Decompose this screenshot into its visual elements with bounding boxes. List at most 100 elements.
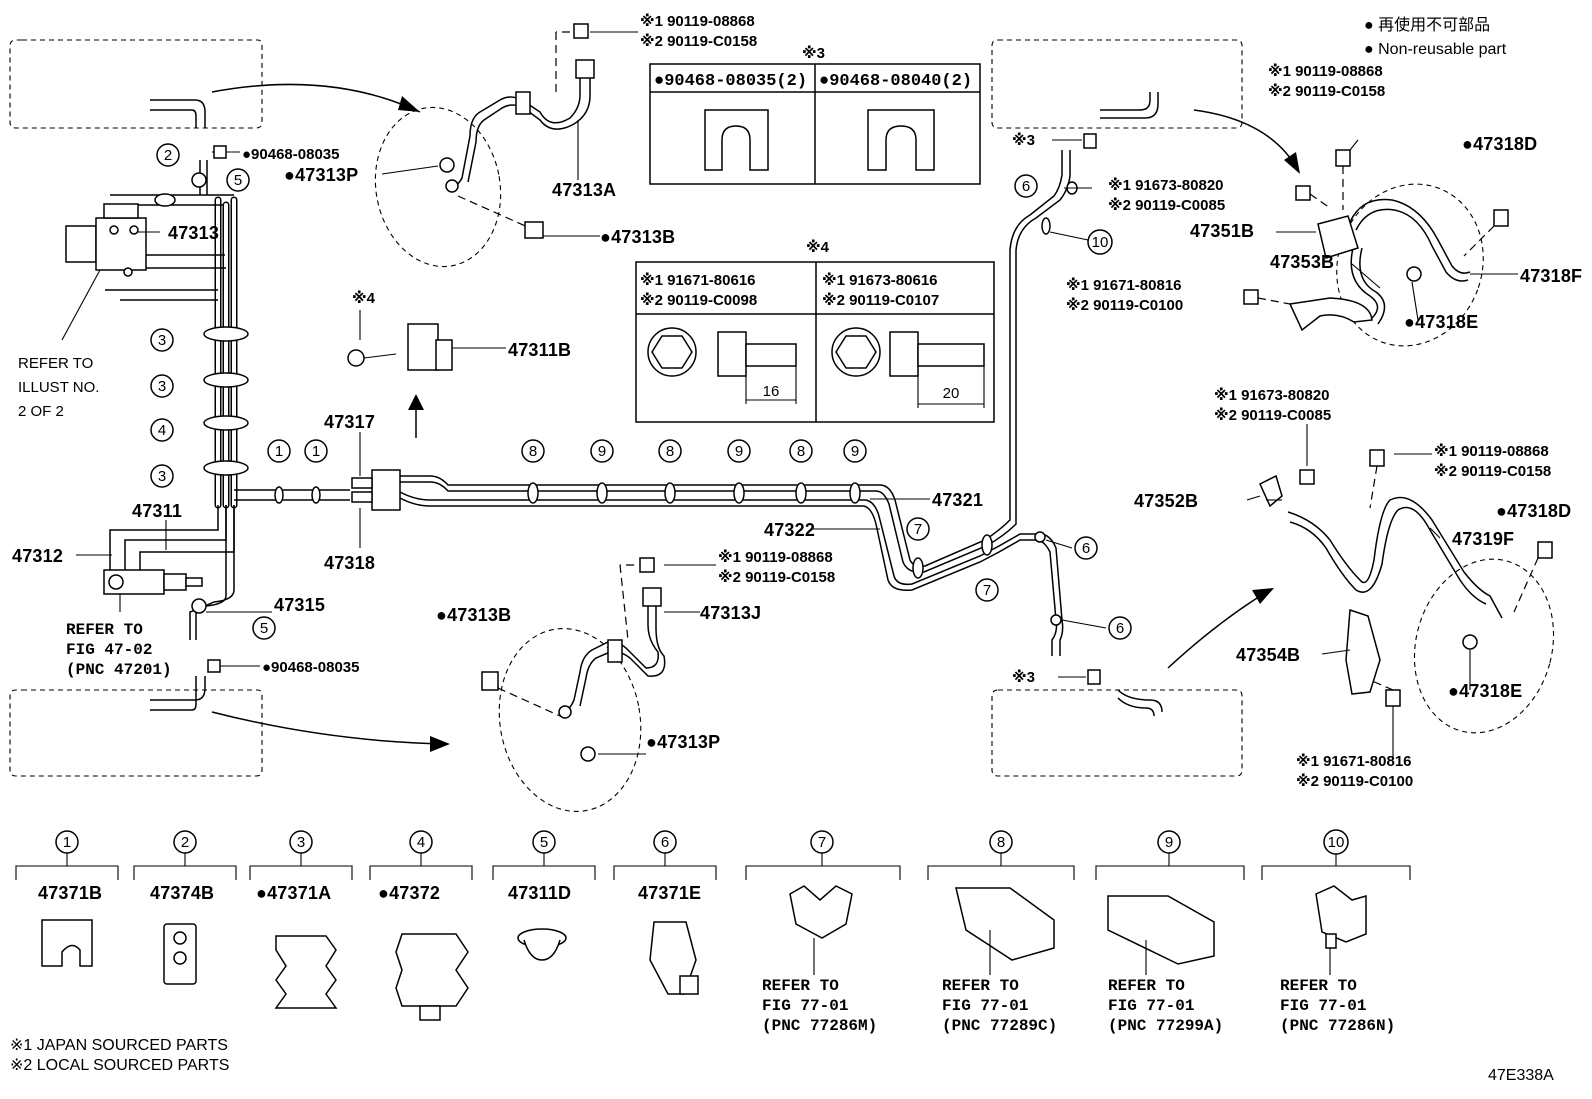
index-marker-3b: 3 xyxy=(150,374,174,398)
callout-r-bolt2-1: ※1 91673-80820 xyxy=(1108,176,1224,194)
clip-u-shape-icon-1 xyxy=(704,109,769,171)
svg-text:9: 9 xyxy=(598,443,606,460)
svg-text:6: 6 xyxy=(661,834,669,851)
callout-47318: 47318 xyxy=(324,553,375,573)
catalog-item-2: 2 47374B xyxy=(133,830,237,985)
svg-text:10: 10 xyxy=(1092,234,1109,251)
svg-text:7: 7 xyxy=(983,582,991,599)
callout-47317: 47317 xyxy=(324,412,375,432)
callout-47321: 47321 xyxy=(932,490,983,510)
clamp-rings xyxy=(154,172,321,614)
callout-47351B: 47351B xyxy=(1190,221,1254,241)
callout-47313B-top: ●47313B xyxy=(600,227,675,247)
svg-text:●47372: ●47372 xyxy=(378,883,440,903)
callout-r-bolt2-2: ※2 90119-C0085 xyxy=(1108,196,1225,214)
catalog-item-10: 10 REFER TO FIG 77-01 (PNC 77286N) xyxy=(1261,829,1411,1035)
callout-r2-bolt2-2: ※2 90119-C0158 xyxy=(1434,462,1551,480)
front-left-area-box xyxy=(9,39,263,129)
callout-47313: 47313 xyxy=(168,223,219,243)
proportioning-valve xyxy=(103,569,203,612)
junction-block xyxy=(61,203,147,341)
right-pipe-clips xyxy=(1083,133,1101,685)
svg-text:10: 10 xyxy=(1328,834,1345,851)
refer-illust-line1: REFER TO xyxy=(18,355,93,372)
catalog-item-5: 5 47311D xyxy=(492,830,596,961)
svg-text:FIG 77-01: FIG 77-01 xyxy=(942,997,1028,1015)
refer-fig-line2: FIG 47-02 xyxy=(66,641,152,659)
index-marker-9c: 9 xyxy=(843,439,867,463)
legend: ● 再使用不可部品 ● Non-reusable part xyxy=(1364,16,1507,58)
svg-text:1: 1 xyxy=(63,834,71,851)
catalog-item-3: 3 ●47371A xyxy=(249,830,353,1009)
index-marker-6a: 6 xyxy=(1014,174,1038,198)
rear-left-area-box xyxy=(9,689,263,777)
index-marker-9a: 9 xyxy=(590,439,614,463)
hex-bolt-icon-1 xyxy=(647,327,797,404)
svg-text:9: 9 xyxy=(1165,834,1173,851)
footnote-japan-sourced: ※1 JAPAN SOURCED PARTS xyxy=(10,1037,228,1054)
svg-text:4: 4 xyxy=(158,422,166,439)
leader-lines xyxy=(76,31,1518,758)
callout-r2-bolt3-1: ※1 91671-80816 xyxy=(1296,752,1412,770)
index-marker-1b: 1 xyxy=(304,439,328,463)
svg-text:(PNC 77286M): (PNC 77286M) xyxy=(762,1017,877,1035)
svg-text:5: 5 xyxy=(234,172,242,189)
table4-mark: ※4 xyxy=(806,238,830,256)
index-marker-7b: 7 xyxy=(975,578,999,602)
callout-r2-bolt2-1: ※1 90119-08868 xyxy=(1434,442,1549,460)
refer-fig-line3: (PNC 47201) xyxy=(66,661,172,679)
svg-text:FIG 77-01: FIG 77-01 xyxy=(1280,997,1366,1015)
callout-47353B: 47353B xyxy=(1270,252,1334,272)
footnotes: ※1 JAPAN SOURCED PARTS ※2 LOCAL SOURCED … xyxy=(10,1037,229,1074)
callout-r2-bolt1-2: ※2 90119-C0085 xyxy=(1214,406,1331,424)
main-pipe-bundle xyxy=(105,160,350,640)
svg-text:(PNC 77299A): (PNC 77299A) xyxy=(1108,1017,1223,1035)
callout-47312: 47312 xyxy=(12,546,63,566)
svg-text:47371E: 47371E xyxy=(638,883,701,903)
callout-47318E-top: ●47318E xyxy=(1404,312,1478,332)
callout-47318F: 47318F xyxy=(1520,266,1582,286)
front-right-hose-group xyxy=(1243,149,1509,347)
refer-illust-line3: 2 OF 2 xyxy=(18,403,64,420)
callout-note4: ※4 xyxy=(352,289,376,307)
figure-id: 47E338A xyxy=(1488,1067,1554,1084)
parts-catalog: 1 47371B 2 47374B 3 ●47371A 4 ●47372 xyxy=(15,829,1411,1035)
svg-text:REFER TO: REFER TO xyxy=(1280,977,1357,995)
callout-47313P-top: ●47313P xyxy=(284,165,358,185)
callout-47318D-bottom: ●47318D xyxy=(1496,501,1571,521)
callout-r-bolt3-2: ※2 90119-C0100 xyxy=(1066,296,1183,314)
callout-47352B: 47352B xyxy=(1134,491,1198,511)
callout-47313A: 47313A xyxy=(552,180,616,200)
svg-text:REFER TO: REFER TO xyxy=(762,977,839,995)
callout-r-bolt1-1: ※1 90119-08868 xyxy=(1268,62,1383,80)
table4-col1-line2: ※2 90119-C0098 xyxy=(640,291,757,309)
svg-text:REFER TO: REFER TO xyxy=(1108,977,1185,995)
index-marker-1a: 1 xyxy=(267,439,291,463)
svg-text:47371B: 47371B xyxy=(38,883,102,903)
callout-47318D-top: ●47318D xyxy=(1462,134,1537,154)
svg-text:8: 8 xyxy=(529,443,537,460)
svg-text:5: 5 xyxy=(260,620,268,637)
table3-mark: ※3 xyxy=(802,44,825,62)
callout-r-bolt1-2: ※2 90119-C0158 xyxy=(1268,82,1385,100)
callout-47315: 47315 xyxy=(274,595,325,615)
legend-line-1: ● 再使用不可部品 xyxy=(1364,16,1490,34)
rear-left-hose-group xyxy=(481,557,666,812)
svg-text:FIG 77-01: FIG 77-01 xyxy=(762,997,848,1015)
callout-bolt-mid-2: ※2 90119-C0158 xyxy=(718,568,835,586)
svg-text:REFER TO: REFER TO xyxy=(942,977,1019,995)
catalog-item-9: 9 REFER TO FIG 77-01 (PNC 77299A) xyxy=(1095,830,1245,1035)
index-marker-3c: 3 xyxy=(150,464,174,488)
index-marker-5-top: 5 xyxy=(226,168,250,192)
svg-text:9: 9 xyxy=(735,443,743,460)
horizontal-brake-lines xyxy=(351,150,1078,656)
callout-bolt-top-1: ※1 90119-08868 xyxy=(640,12,755,30)
callout-47319F: 47319F xyxy=(1452,529,1514,549)
table4-col2-line2: ※2 90119-C0107 xyxy=(822,291,939,309)
table-note-4: ※4 ※1 91671-80616 ※2 90119-C0098 ※1 9167… xyxy=(635,238,995,423)
index-marker-4: 4 xyxy=(150,418,174,442)
index-markers: 2 5 3 3 4 3 1 1 5 8 9 8 9 8 9 7 7 6 10 6… xyxy=(150,143,1132,640)
callout-47313B-bottom: ●47313B xyxy=(436,605,511,625)
svg-text:9: 9 xyxy=(851,443,859,460)
catalog-item-7: 7 REFER TO FIG 77-01 (PNC 77286M) xyxy=(745,830,901,1035)
